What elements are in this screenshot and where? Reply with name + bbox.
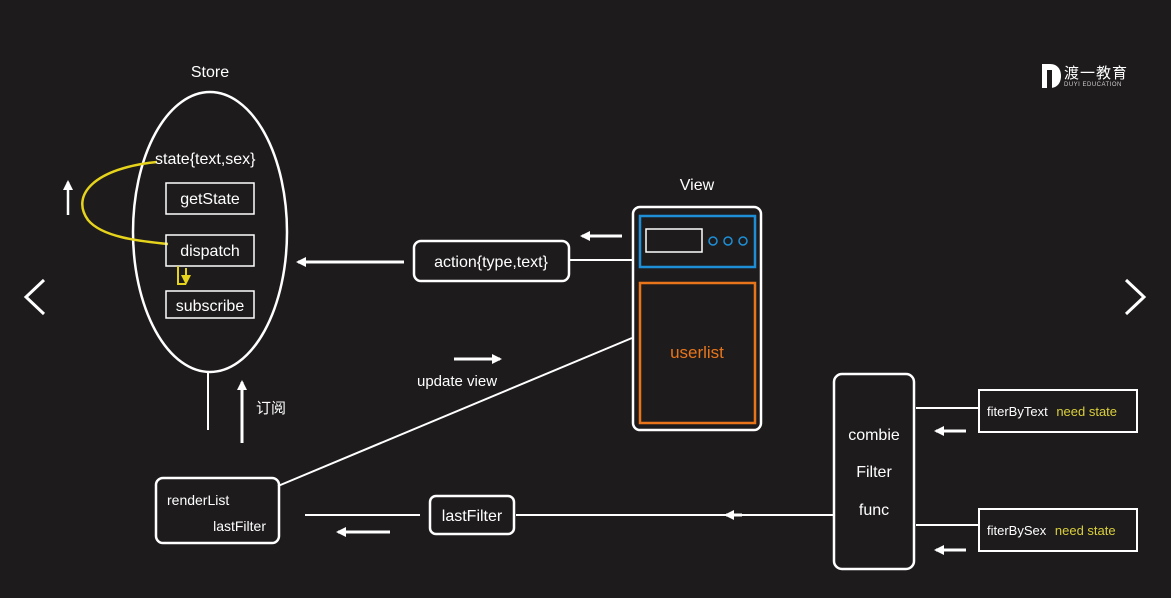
- filter-by-sex-note: need state: [1055, 523, 1116, 538]
- logo-text-en: DUYI EDUCATION: [1064, 82, 1122, 88]
- chevron-left-icon: [23, 278, 46, 316]
- view-knob-3: [738, 236, 748, 246]
- subscribe-note: 订阅: [256, 400, 286, 417]
- view-knob-1: [708, 236, 718, 246]
- action-label: action{type,text}: [434, 254, 549, 271]
- dispatch-box: [165, 234, 255, 267]
- subscribe-label: subscribe: [176, 298, 245, 315]
- state-label: state{text,sex}: [155, 151, 256, 168]
- combine-line2: Filter: [856, 464, 892, 481]
- view-control-panel: [638, 214, 757, 269]
- render-list-line2: lastFilter: [213, 518, 266, 534]
- update-view-label: update view: [417, 373, 497, 390]
- combine-filter-box: [832, 372, 916, 571]
- filter-by-sex-name: fiterBySex: [987, 523, 1047, 538]
- render-list-line1: renderList: [167, 492, 229, 508]
- combine-line3: func: [859, 502, 889, 519]
- brand-logo: 渡一教育 DUYI EDUCATION: [1040, 60, 1150, 94]
- filter-by-text-name: fiterByText: [987, 404, 1048, 419]
- previous-slide-button[interactable]: [16, 270, 56, 324]
- last-filter-label: lastFilter: [442, 508, 503, 525]
- chevron-right-icon: [1124, 278, 1147, 316]
- last-filter-box: [428, 494, 516, 536]
- combine-line1: combie: [848, 427, 900, 444]
- view-frame: [631, 205, 763, 432]
- filter-by-text-note: need state: [1056, 404, 1117, 419]
- logo-mark-icon: [1042, 64, 1061, 88]
- dispatch-to-subscribe-arrow: [177, 266, 186, 285]
- render-list-box: [154, 476, 281, 545]
- userlist-panel: [638, 281, 757, 425]
- view-title: View: [680, 177, 715, 194]
- subscribe-box: [165, 290, 255, 319]
- store-ellipse: [131, 90, 289, 374]
- next-slide-button[interactable]: [1114, 270, 1154, 324]
- filter-by-text-box: [978, 389, 1138, 433]
- state-loop-curve: [81, 160, 169, 246]
- view-display-slot: [645, 228, 703, 253]
- filter-by-text-label: fiterByText need state: [987, 404, 1117, 419]
- dispatch-label: dispatch: [180, 243, 240, 260]
- render-to-view-line: [277, 337, 633, 487]
- store-title: Store: [191, 64, 229, 81]
- filter-by-sex-box: [978, 508, 1138, 552]
- view-knob-2: [723, 236, 733, 246]
- userlist-label: userlist: [670, 343, 724, 362]
- logo-text-cn: 渡一教育: [1064, 64, 1129, 82]
- action-box: [412, 239, 571, 283]
- filter-by-sex-label: fiterBySex need state: [987, 523, 1116, 538]
- get-state-label: getState: [180, 191, 240, 208]
- get-state-box: [165, 182, 255, 215]
